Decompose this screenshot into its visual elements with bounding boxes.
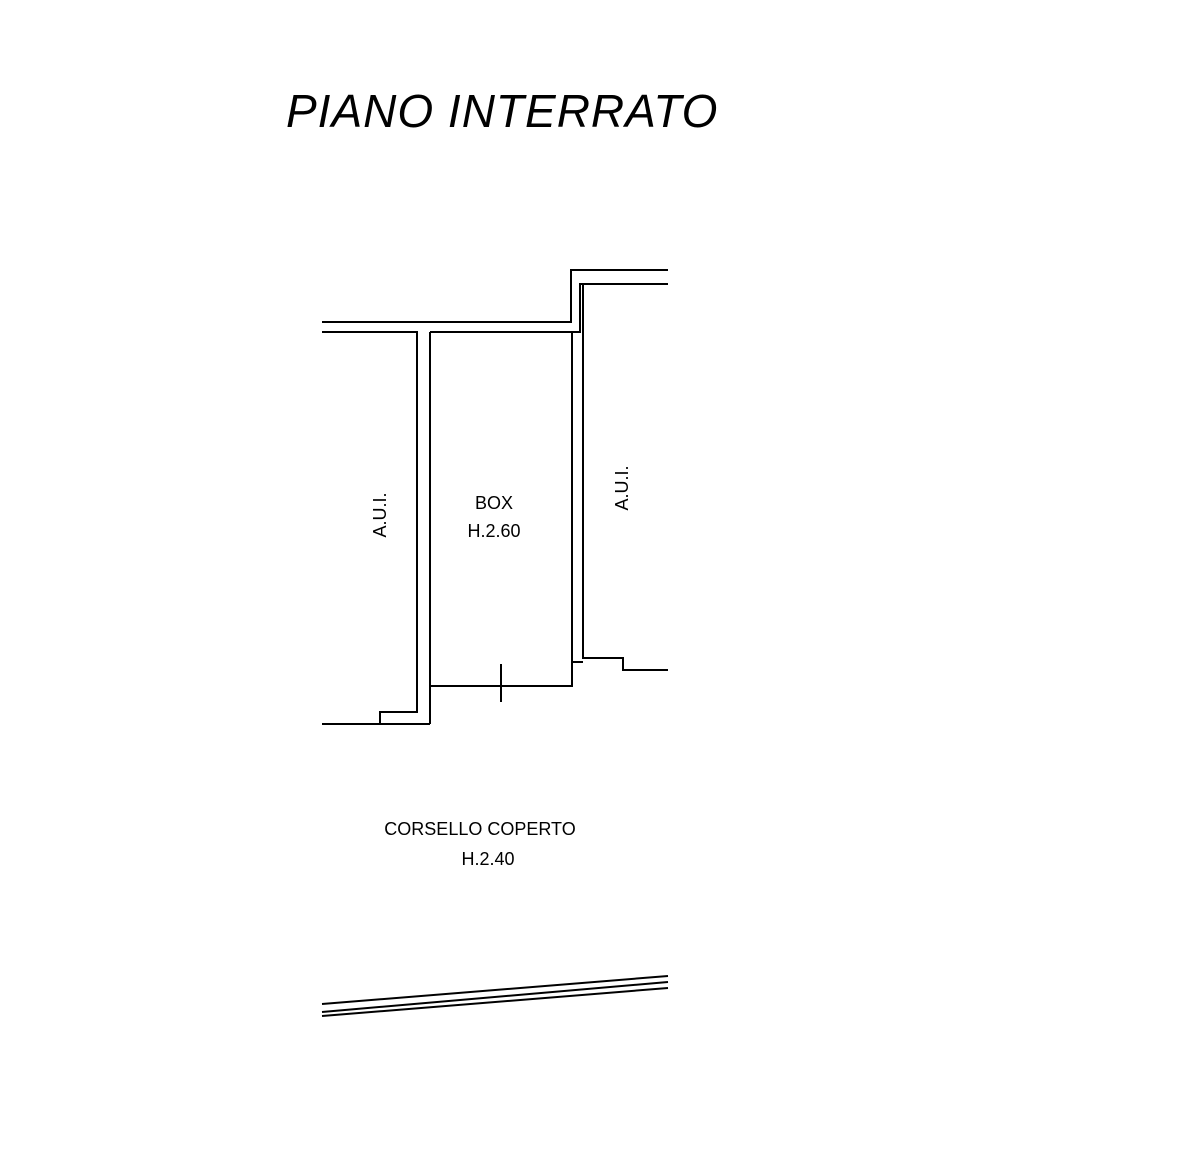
- box-label: BOX: [474, 493, 514, 513]
- left-box-wall: [430, 283, 668, 333]
- corridor-label: CORSELLO COPERTO: [384, 819, 576, 839]
- top-wall-inner: [322, 331, 418, 725]
- left-unit-label: A.U.I.: [370, 492, 390, 538]
- corridor-edge-1: [321, 975, 669, 1005]
- plan-title: PIANO INTERRATO: [286, 85, 719, 137]
- right-unit-label: A.U.I.: [612, 465, 632, 511]
- corridor-height-label: H.2.40: [461, 849, 515, 869]
- top-wall-outer: [322, 269, 668, 323]
- corridor-edge-2: [321, 981, 669, 1013]
- box-height-label: H.2.60: [467, 521, 521, 541]
- box-bottom-right: [430, 662, 573, 687]
- corridor-edge-3: [321, 987, 669, 1017]
- box-right-wall: [571, 332, 583, 663]
- right-unit-wall: [582, 284, 668, 671]
